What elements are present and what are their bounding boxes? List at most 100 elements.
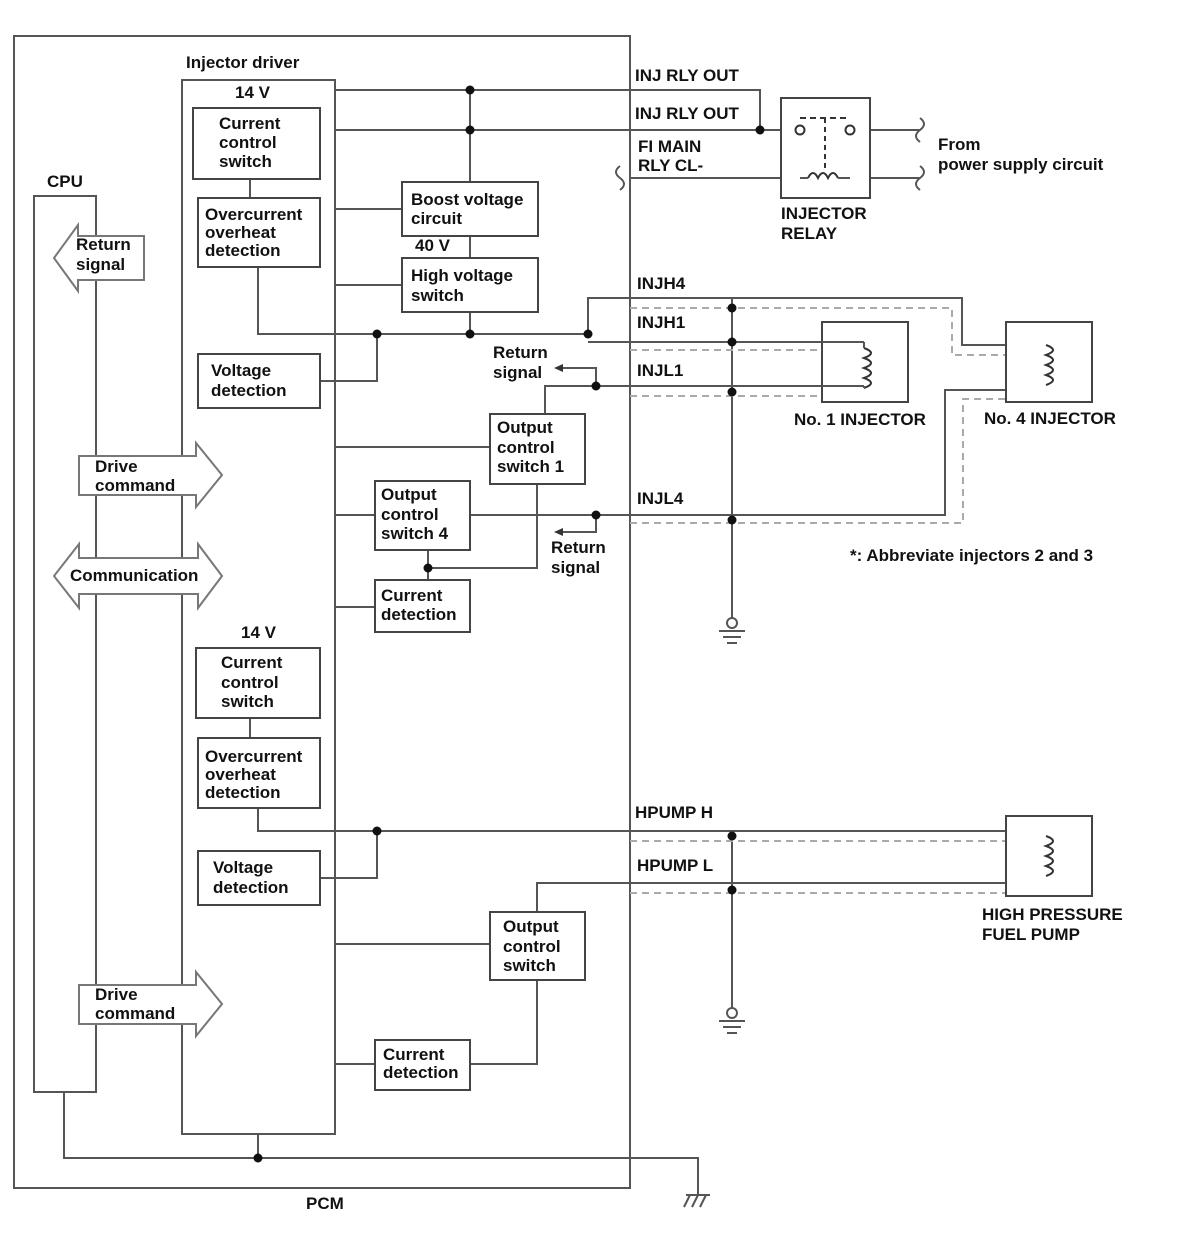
svg-text:control: control — [497, 438, 555, 457]
svg-text:circuit: circuit — [411, 209, 462, 228]
svg-text:Overcurrent: Overcurrent — [205, 205, 303, 224]
return-signal-2-label-1: Return — [551, 538, 606, 557]
svg-text:switch: switch — [219, 152, 272, 171]
hp-fuel-pump-label-2: FUEL PUMP — [982, 925, 1080, 944]
injector-driver-label: Injector driver — [186, 53, 300, 72]
hpump-l-label: HPUMP L — [637, 856, 713, 875]
injh1-label: INJH1 — [637, 313, 685, 332]
svg-text:detection: detection — [381, 605, 457, 624]
ground-symbol-injectors — [719, 617, 745, 644]
svg-text:control: control — [381, 505, 439, 524]
svg-text:detection: detection — [383, 1063, 459, 1082]
svg-text:detection: detection — [205, 241, 281, 260]
svg-text:detection: detection — [211, 381, 287, 400]
svg-text:Output: Output — [381, 485, 437, 504]
from-power-label-2: power supply circuit — [938, 155, 1104, 174]
return-signal-arrowhead-1 — [554, 364, 563, 372]
svg-text:High voltage: High voltage — [411, 266, 513, 285]
overcurrent-overheat-detection-bottom: Overcurrent overheat detection — [197, 737, 321, 809]
current-detection-top: Current detection — [374, 579, 471, 633]
no4-injector-label: No. 4 INJECTOR — [984, 409, 1116, 428]
svg-text:signal: signal — [76, 255, 125, 274]
svg-text:overheat: overheat — [205, 223, 276, 242]
drive-command-arrow-1: Drive command — [78, 440, 224, 510]
svg-text:switch: switch — [221, 692, 274, 711]
return-signal-1-label-2: signal — [493, 363, 542, 382]
injl1-label: INJL1 — [637, 361, 683, 380]
ground-symbol-pump — [719, 1007, 745, 1034]
svg-text:control: control — [221, 673, 279, 692]
high-pressure-fuel-pump — [1005, 815, 1093, 897]
injh4-label: INJH4 — [637, 274, 686, 293]
svg-text:detection: detection — [205, 783, 281, 802]
injl4-label: INJL4 — [637, 489, 684, 508]
return-signal-1-label-1: Return — [493, 343, 548, 362]
high-voltage-switch: High voltage switch — [401, 257, 539, 313]
voltage-detection-bottom: Voltage detection — [197, 850, 321, 906]
svg-text:switch 1: switch 1 — [497, 457, 564, 476]
svg-text:Communication: Communication — [70, 566, 198, 585]
wires — [63, 89, 1006, 1195]
return-signal-arrow: Return signal — [52, 221, 145, 295]
shield-lines — [630, 307, 1006, 894]
svg-text:control: control — [219, 133, 277, 152]
svg-text:Return: Return — [76, 235, 131, 254]
svg-text:control: control — [503, 937, 561, 956]
cpu-label: CPU — [47, 172, 83, 191]
voltage-40v-label: 40 V — [415, 236, 451, 255]
injector-relay-label-1: INJECTOR — [781, 204, 867, 223]
svg-text:Drive: Drive — [95, 457, 138, 476]
injector-relay-label-2: RELAY — [781, 224, 838, 243]
junction-dots — [253, 85, 765, 1163]
no4-injector — [1005, 321, 1093, 403]
svg-text:Current: Current — [381, 586, 443, 605]
svg-text:command: command — [95, 476, 175, 495]
current-detection-bottom: Current detection — [374, 1039, 471, 1091]
hpump-h-label: HPUMP H — [635, 803, 713, 822]
svg-text:Current: Current — [219, 114, 281, 133]
svg-text:Overcurrent: Overcurrent — [205, 747, 303, 766]
output-control-switch-bottom: Output control switch — [489, 911, 586, 981]
voltage-14v-bottom-label: 14 V — [241, 623, 277, 642]
svg-text:switch 4: switch 4 — [381, 524, 449, 543]
fi-main-rly-label-1: FI MAIN — [638, 137, 701, 156]
current-control-switch-top: Current control switch — [192, 107, 321, 180]
inj-rly-out-2-label: INJ RLY OUT — [635, 104, 740, 123]
return-signal-arrowhead-2 — [554, 528, 563, 536]
svg-text:Voltage: Voltage — [211, 361, 271, 380]
pcm-frame — [13, 35, 631, 1189]
svg-text:overheat: overheat — [205, 765, 276, 784]
voltage-14v-top-label: 14 V — [235, 83, 271, 102]
current-control-switch-bottom: Current control switch — [195, 647, 321, 719]
no1-injector-label: No. 1 INJECTOR — [794, 410, 926, 429]
svg-text:Current: Current — [221, 653, 283, 672]
svg-text:Output: Output — [503, 917, 559, 936]
from-power-label-1: From — [938, 135, 981, 154]
svg-text:Drive: Drive — [95, 985, 138, 1004]
svg-text:Voltage: Voltage — [213, 858, 273, 877]
overcurrent-overheat-detection-top: Overcurrent overheat detection — [197, 197, 321, 268]
voltage-detection-top: Voltage detection — [197, 353, 321, 409]
communication-arrow: Communication — [52, 541, 224, 611]
wire-breaks — [615, 117, 925, 191]
drive-command-arrow-2: Drive command — [78, 969, 224, 1039]
svg-text:switch: switch — [503, 956, 556, 975]
output-control-switch-1: Output control switch 1 — [489, 413, 586, 485]
svg-text:Current: Current — [383, 1045, 445, 1064]
pcm-label: PCM — [306, 1194, 344, 1213]
abbreviation-note: *: Abbreviate injectors 2 and 3 — [850, 546, 1093, 565]
cpu-frame — [33, 195, 97, 1093]
hp-fuel-pump-label-1: HIGH PRESSURE — [982, 905, 1123, 924]
svg-text:Output: Output — [497, 418, 553, 437]
boost-voltage-circuit: Boost voltage circuit — [401, 181, 539, 237]
no1-injector — [821, 321, 909, 403]
svg-text:switch: switch — [411, 286, 464, 305]
return-signal-2-label-2: signal — [551, 558, 600, 577]
svg-text:command: command — [95, 1004, 175, 1023]
injector-relay — [780, 97, 871, 199]
output-control-switch-4: Output control switch 4 — [374, 480, 471, 551]
inj-rly-out-1-label: INJ RLY OUT — [635, 66, 740, 85]
svg-text:detection: detection — [213, 878, 289, 897]
ground-symbol-chassis — [683, 1194, 710, 1208]
